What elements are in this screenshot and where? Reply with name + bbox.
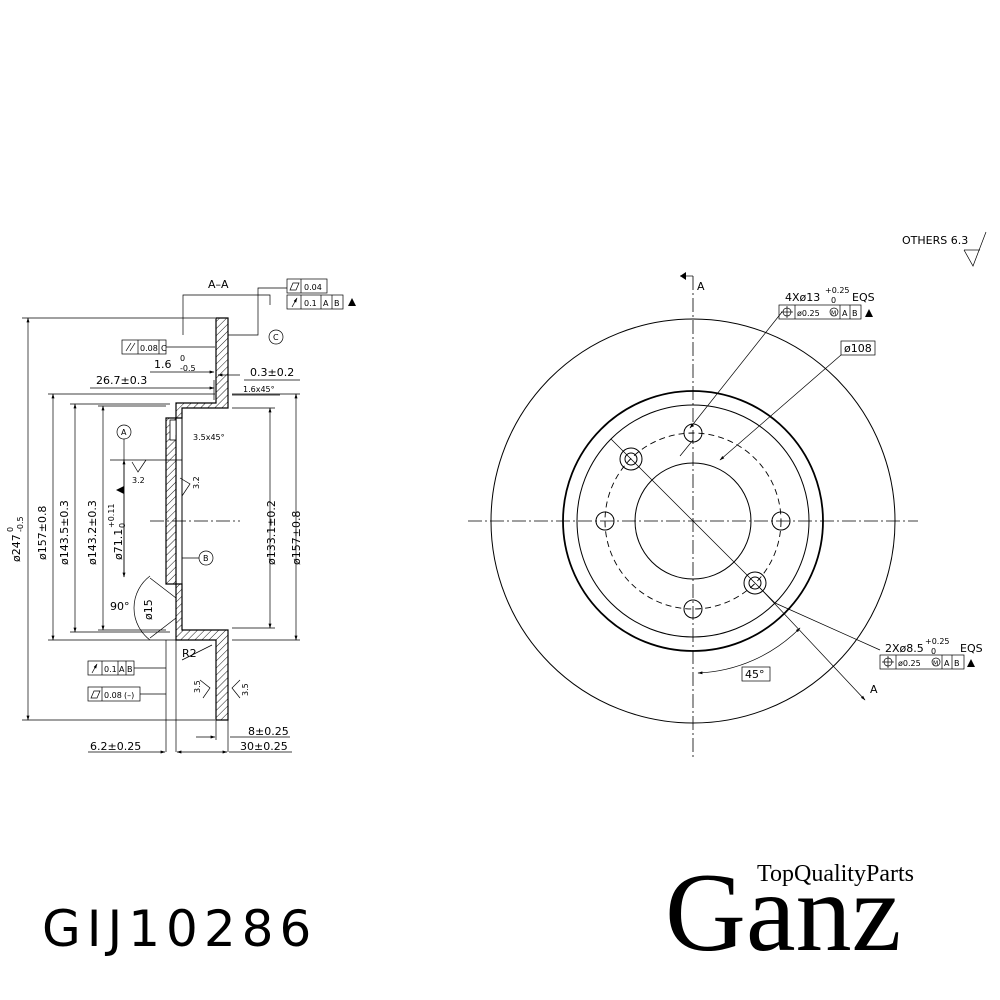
svg-text:ø247: ø247 <box>10 534 23 562</box>
svg-text:0.1: 0.1 <box>104 665 117 674</box>
svg-text:30±0.25: 30±0.25 <box>240 740 288 753</box>
svg-text:0: 0 <box>6 527 15 532</box>
svg-text:A: A <box>121 428 127 437</box>
svg-text:0: 0 <box>180 354 185 363</box>
parallel-frame: 0.08 C <box>121 339 167 355</box>
svg-text:(–): (–) <box>124 691 134 700</box>
svg-text:B: B <box>954 659 960 668</box>
svg-text:EQS: EQS <box>852 291 875 304</box>
svg-text:R2: R2 <box>182 647 197 660</box>
flatness-frame: 0.04 <box>286 278 328 294</box>
svg-text:A: A <box>119 665 125 674</box>
hat-outer-edge <box>576 404 810 638</box>
svg-text:3.2: 3.2 <box>192 476 201 489</box>
svg-text:+0.11: +0.11 <box>107 503 116 528</box>
section-label: A–A <box>208 278 229 291</box>
brand-name: Ganz <box>665 851 902 975</box>
front-view: A A 4Xø13 +0.25 0 EQS <box>468 272 983 760</box>
svg-text:0.04: 0.04 <box>304 283 322 292</box>
svg-text:4Xø13: 4Xø13 <box>785 291 820 304</box>
svg-text:0.1: 0.1 <box>304 299 317 308</box>
svg-text:2Xø8.5: 2Xø8.5 <box>885 642 924 655</box>
svg-text:-0.5: -0.5 <box>180 364 196 373</box>
svg-text:3.5: 3.5 <box>241 683 250 696</box>
svg-text:1.6: 1.6 <box>154 358 172 371</box>
svg-text:ø157±0.8: ø157±0.8 <box>290 511 303 565</box>
svg-text:26.7±0.3: 26.7±0.3 <box>96 374 147 387</box>
svg-text:M: M <box>831 310 836 317</box>
bolt-circle <box>604 432 782 610</box>
svg-text:C: C <box>273 333 279 342</box>
svg-text:0.08: 0.08 <box>104 691 122 700</box>
svg-text:C: C <box>161 344 167 353</box>
holes-2-callout: 2Xø8.5 +0.25 0 EQS ø0.25 M A B <box>879 637 983 670</box>
svg-text:ø157±0.8: ø157±0.8 <box>36 506 49 560</box>
brand-tagline: TopQualityParts <box>757 861 914 887</box>
svg-text:ø0.25: ø0.25 <box>898 659 921 668</box>
svg-text:ø71.1: ø71.1 <box>112 529 125 560</box>
svg-text:A: A <box>944 659 950 668</box>
bolt-hole-left <box>595 511 615 531</box>
svg-text:ø133.1±0.2: ø133.1±0.2 <box>265 500 278 565</box>
section-view: A–A 0.04 0.1 A B C <box>6 278 356 754</box>
svg-text:0: 0 <box>118 523 127 528</box>
svg-text:M: M <box>933 660 938 667</box>
center-bore <box>634 462 752 580</box>
disc-outer-edge <box>490 318 896 724</box>
locating-hole-a <box>619 447 643 471</box>
surface-finish-text: OTHERS 6.3 <box>902 234 968 247</box>
svg-text:0.3±0.2: 0.3±0.2 <box>250 366 294 379</box>
svg-text:0.08: 0.08 <box>140 344 158 353</box>
svg-text:3.5x45°: 3.5x45° <box>193 433 225 442</box>
svg-text:6.2±0.25: 6.2±0.25 <box>90 740 141 753</box>
svg-text:B: B <box>334 299 340 308</box>
svg-text:45°: 45° <box>745 668 765 681</box>
surface-finish-symbol <box>963 231 987 267</box>
svg-text:ø0.25: ø0.25 <box>797 309 820 318</box>
svg-text:-0.5: -0.5 <box>16 516 25 532</box>
svg-text:ø143.2±0.3: ø143.2±0.3 <box>86 500 99 565</box>
svg-text:1.6x45°: 1.6x45° <box>243 385 275 394</box>
svg-text:+0.25: +0.25 <box>925 637 950 646</box>
runout-frame-bottom: 0.1 A B <box>87 660 135 676</box>
part-number: GIJ10286 <box>42 900 318 958</box>
svg-text:A: A <box>842 309 848 318</box>
svg-text:ø15: ø15 <box>142 599 155 620</box>
svg-text:ø108: ø108 <box>844 342 872 355</box>
svg-text:3.5: 3.5 <box>193 680 202 693</box>
svg-text:EQS: EQS <box>960 642 983 655</box>
locating-hole-b <box>743 571 767 595</box>
flatness-frame-bottom: 0.08 (–) <box>87 686 141 702</box>
bolt-hole-right <box>771 511 791 531</box>
svg-text:A: A <box>870 683 878 696</box>
svg-text:+0.25: +0.25 <box>825 286 850 295</box>
svg-text:B: B <box>203 554 209 563</box>
svg-text:0: 0 <box>831 296 836 305</box>
holes-4-callout: 4Xø13 +0.25 0 EQS ø0.25 M A B <box>778 286 875 320</box>
disc-hat-wall <box>165 417 177 585</box>
svg-text:A: A <box>697 280 705 293</box>
svg-text:8±0.25: 8±0.25 <box>248 725 289 738</box>
friction-inner-edge <box>562 390 824 652</box>
runout-frame: 0.1 A B <box>286 294 356 310</box>
pcd-box <box>840 340 876 356</box>
svg-text:90°: 90° <box>110 600 130 613</box>
svg-text:0: 0 <box>931 647 936 656</box>
bolt-hole-bottom <box>683 599 703 619</box>
svg-text:B: B <box>852 309 858 318</box>
svg-text:B: B <box>127 665 133 674</box>
svg-text:3.2: 3.2 <box>132 476 145 485</box>
svg-text:A: A <box>323 299 329 308</box>
datum-c-bubble <box>268 329 284 345</box>
svg-text:ø143.5±0.3: ø143.5±0.3 <box>58 500 71 565</box>
brand-logo: Ganz TopQualityParts <box>665 855 965 969</box>
surface-finish-note: OTHERS 6.3 <box>902 231 987 267</box>
